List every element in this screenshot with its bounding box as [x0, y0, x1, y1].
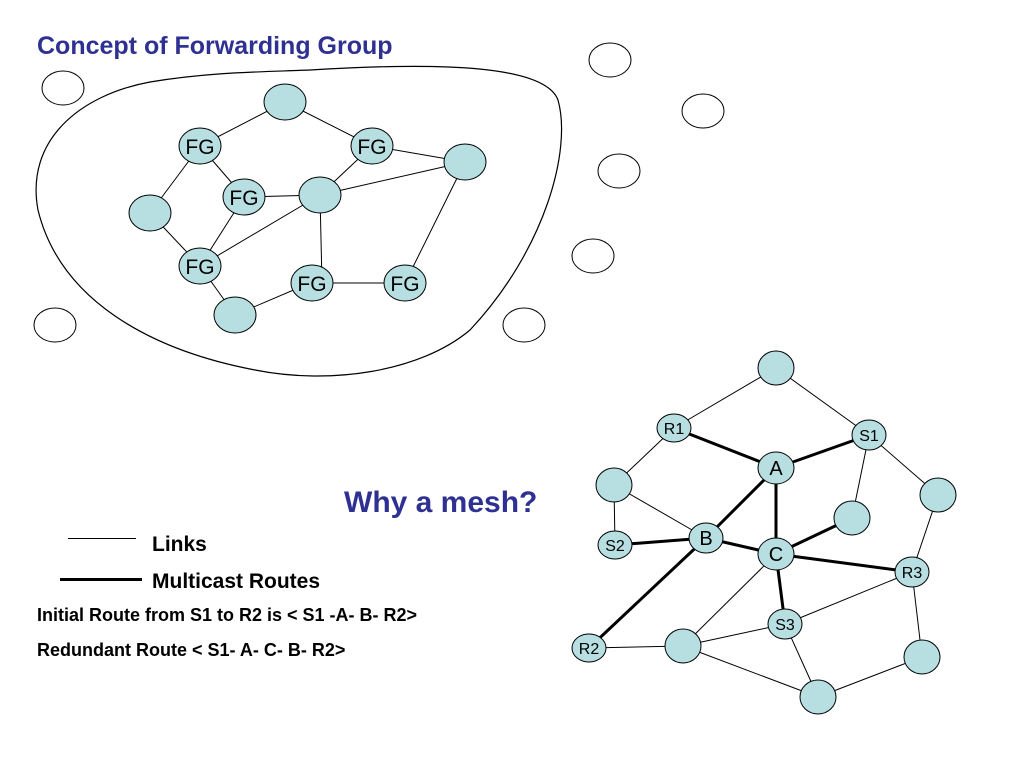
node-label: FG — [229, 187, 258, 210]
link — [404, 161, 466, 284]
link — [319, 161, 466, 196]
node-label: R3 — [902, 565, 923, 582]
node-c — [757, 537, 795, 571]
node — [681, 93, 725, 129]
node-label: B — [699, 528, 712, 550]
node-s1 — [851, 419, 887, 451]
node-fg — [383, 264, 427, 302]
legend-links-swatch — [68, 538, 136, 539]
node — [213, 296, 257, 334]
node-label: FG — [185, 256, 214, 279]
page-title: Concept of Forwarding Group — [37, 32, 393, 60]
why-mesh-heading: Why a mesh? — [344, 486, 538, 519]
mesh-nodes — [571, 350, 957, 715]
node-fg — [350, 127, 394, 165]
link — [682, 553, 777, 647]
node-label: S3 — [775, 617, 795, 634]
forwarding-group-boundary — [35, 65, 563, 377]
node-fg — [222, 178, 266, 216]
node — [588, 42, 632, 78]
route — [775, 552, 913, 574]
node-label: FG — [390, 273, 419, 296]
fg-labels: FG FG FG FG FG FG — [185, 136, 419, 296]
legend-routes-label: Multicast Routes — [152, 570, 321, 593]
node — [571, 238, 615, 274]
node — [128, 194, 172, 232]
node-label: A — [769, 458, 783, 480]
mesh-labels: R1 S1 A S2 B C R3 S3 R2 — [579, 421, 923, 658]
node-a — [757, 451, 795, 485]
node-fg — [290, 264, 334, 302]
outside-nodes — [33, 42, 725, 343]
initial-route-text: Initial Route from S1 to R2 is < S1 -A- … — [37, 605, 418, 625]
node-label: FG — [185, 136, 214, 159]
node — [33, 307, 77, 343]
node — [298, 176, 342, 214]
link — [199, 194, 321, 267]
node — [443, 143, 487, 181]
node — [664, 628, 702, 664]
node — [597, 153, 641, 189]
node — [595, 467, 633, 503]
node-b — [688, 522, 724, 554]
node — [757, 350, 795, 386]
node-label: R2 — [579, 641, 600, 658]
legend-routes-swatch — [60, 578, 142, 581]
node-label: S1 — [859, 428, 879, 445]
node-fg — [178, 247, 222, 285]
fg-nodes — [128, 83, 487, 334]
link — [775, 367, 870, 436]
node — [263, 83, 307, 121]
node-s2 — [597, 530, 633, 560]
route — [673, 426, 777, 470]
redundant-route-text: Redundant Route < S1- A- C- B- R2> — [37, 640, 346, 660]
node — [502, 307, 546, 343]
mesh-links — [588, 367, 939, 698]
link — [682, 645, 819, 698]
node-label: R1 — [664, 421, 685, 438]
node-r1 — [656, 413, 692, 443]
node-label: FG — [297, 273, 326, 296]
link — [673, 367, 777, 429]
node-r2 — [571, 633, 607, 663]
node — [41, 70, 85, 106]
node — [799, 679, 837, 715]
node-r3 — [894, 556, 930, 588]
node-s3 — [767, 608, 803, 640]
route — [587, 536, 708, 650]
node — [833, 500, 871, 536]
node — [903, 639, 941, 675]
node-label: C — [769, 544, 783, 566]
link — [784, 571, 913, 625]
node — [919, 477, 957, 513]
node-fg — [178, 127, 222, 165]
node-label: FG — [357, 136, 386, 159]
legend-links-label: Links — [152, 533, 207, 556]
link — [817, 656, 923, 698]
node-label: S2 — [605, 538, 625, 555]
